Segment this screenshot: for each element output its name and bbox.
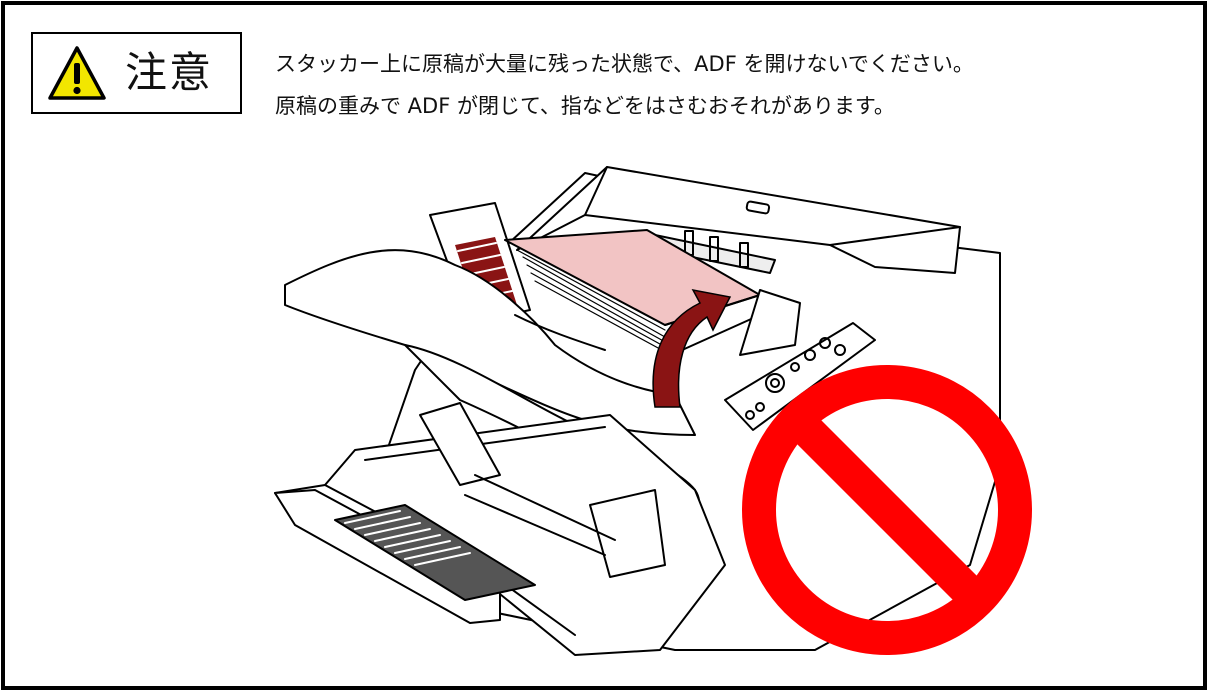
message-line-1: スタッカー上に原稿が大量に残った状態で、ADF を開けないでください。 — [275, 52, 974, 76]
paper-chute — [274, 414, 726, 656]
caution-label: 注意 — [125, 48, 214, 97]
chute-extension — [274, 489, 501, 624]
prohibited-sign — [742, 365, 1032, 655]
lift-arrow — [652, 288, 732, 408]
scanner-with-open-adf-illustration — [274, 166, 1032, 656]
caution-message: スタッカー上に原稿が大量に残った状態で、ADF を開けないでください。 原稿の重… — [275, 43, 974, 127]
adf-cover — [516, 166, 961, 274]
caution-box: 注意 — [31, 32, 242, 114]
message-line-2: 原稿の重みで ADF が閉じて、指などをはさむおそれがあります。 — [275, 94, 895, 118]
warning-triangle-icon — [48, 46, 106, 100]
